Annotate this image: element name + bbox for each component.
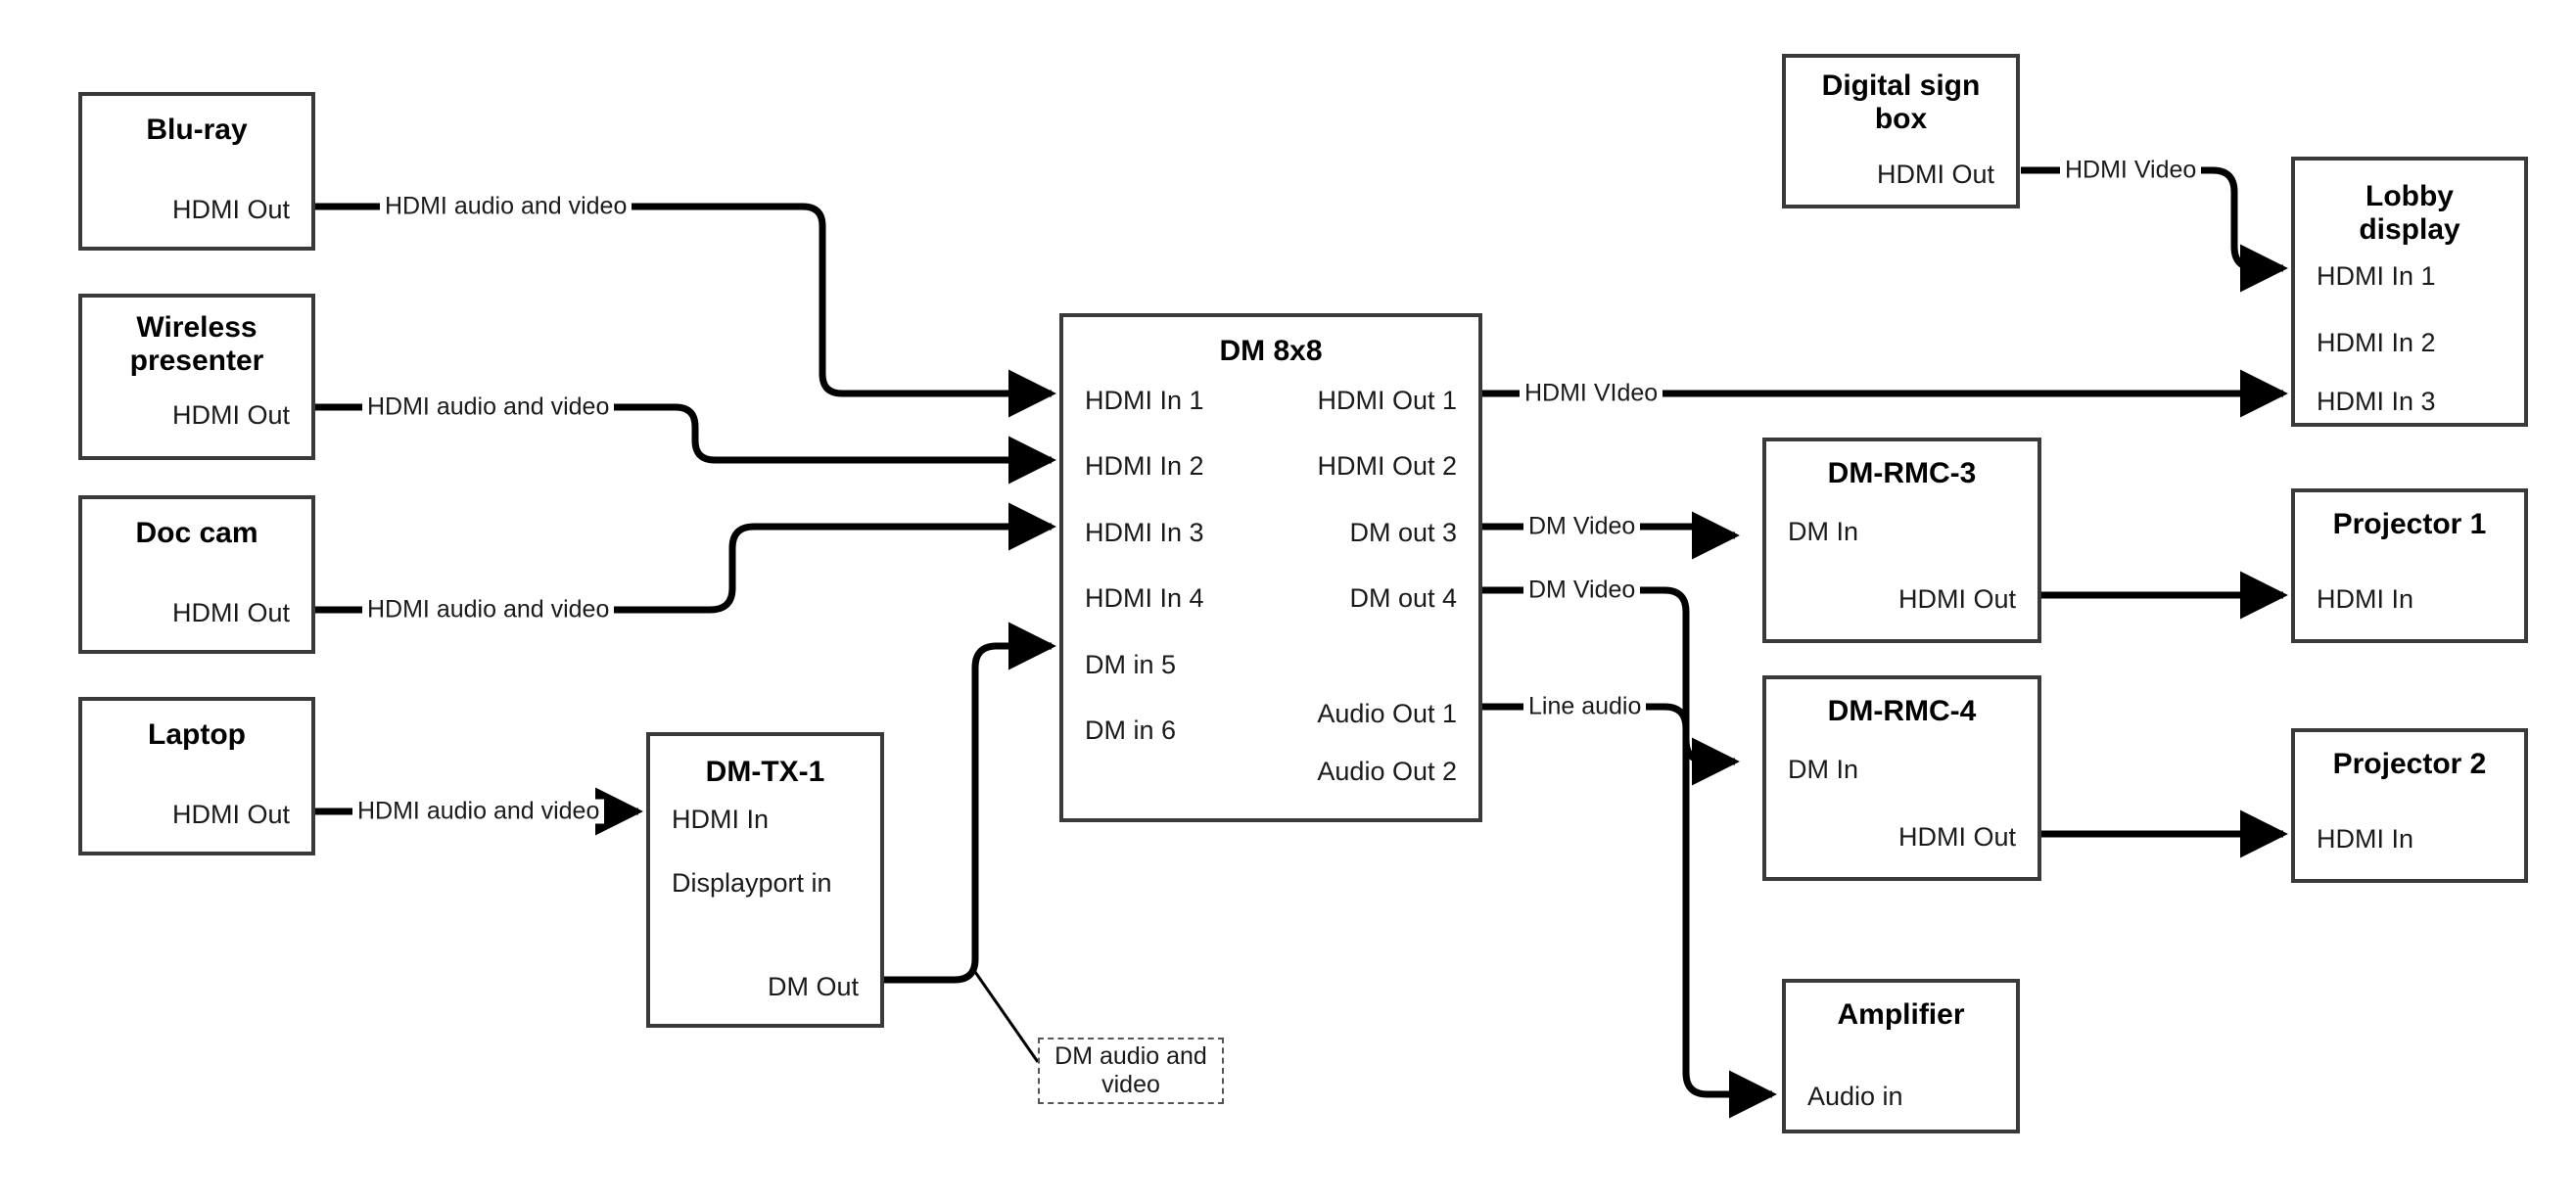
port-dm-rmc-3-dm-in: DM In: [1788, 517, 1859, 546]
node-title-lobby-display-line2: display: [2359, 212, 2460, 246]
node-title-lobby-display-line1: Lobby: [2365, 180, 2454, 212]
port-dm-rmc-4-dm-in: DM In: [1788, 755, 1859, 784]
port-dm-8x8-dm-in-6: DM in 6: [1085, 716, 1177, 745]
node-laptop[interactable]: Laptop HDMI Out: [78, 697, 315, 855]
node-projector-1[interactable]: Projector 1 HDMI In: [2291, 488, 2528, 643]
wire-bluray-to-dm8x8-in1: [315, 203, 1056, 418]
node-title-wireless-presenter-line1: Wireless: [136, 311, 258, 344]
node-projector-2[interactable]: Projector 2 HDMI In: [2291, 728, 2528, 883]
node-doc-cam[interactable]: Doc cam HDMI Out: [78, 495, 315, 654]
port-dm-rmc-3-hdmi-out: HDMI Out: [1897, 584, 2016, 614]
wire-dm8x8-audioout1-to-amplifier: [1482, 703, 1777, 1119]
port-dm-8x8-hdmi-out-2: HDMI Out 2: [1317, 451, 1457, 481]
node-title-blu-ray: Blu-ray: [146, 114, 248, 146]
port-dm-8x8-audio-out-2: Audio Out 2: [1317, 757, 1457, 786]
note-dm-audio-and-video: DM audio and video: [1038, 1038, 1224, 1104]
node-title-doc-cam: Doc cam: [135, 517, 258, 549]
node-title-dm-8x8: DM 8x8: [1219, 335, 1323, 367]
note-line-2: video: [1101, 1071, 1160, 1098]
wire-label-sign-hdmi-video: HDMI Video: [2060, 158, 2202, 183]
wire-label-wireless: HDMI audio and video: [362, 394, 615, 420]
wire-dmtx1-to-dm8x8-in5: [884, 622, 1056, 984]
port-digital-sign-box-hdmi-out: HDMI Out: [1876, 160, 1994, 189]
node-dm-rmc-3[interactable]: DM-RMC-3 DM In HDMI Out: [1762, 438, 2041, 643]
port-dm-tx-1-displayport-in: Displayport in: [672, 868, 832, 898]
wire-label-hdmi-video-out1: HDMI VIdeo: [1520, 381, 1663, 406]
node-title-dm-tx-1: DM-TX-1: [705, 756, 825, 788]
port-wireless-presenter-hdmi-out: HDMI Out: [171, 400, 290, 430]
port-dm-8x8-hdmi-in-3: HDMI In 3: [1085, 518, 1204, 547]
port-laptop-hdmi-out: HDMI Out: [171, 800, 290, 829]
port-dm-8x8-dm-out-3: DM out 3: [1349, 518, 1457, 547]
port-projector-1-hdmi-in: HDMI In: [2317, 584, 2414, 614]
wire-label-line-audio: Line audio: [1523, 694, 1647, 719]
node-dm-tx-1[interactable]: DM-TX-1 HDMI In Displayport in DM Out: [646, 732, 884, 1028]
wire-dm8x8-out4-to-rmc4: [1482, 586, 1740, 786]
port-dm-8x8-hdmi-in-4: HDMI In 4: [1085, 583, 1204, 613]
port-dm-8x8-dm-in-5: DM in 5: [1085, 650, 1177, 679]
node-dm-8x8[interactable]: DM 8x8 HDMI In 1 HDMI In 2 HDMI In 3 HDM…: [1059, 313, 1482, 822]
node-title-projector-1: Projector 1: [2332, 508, 2487, 540]
node-title-digital-sign-box-line1: Digital sign: [1821, 69, 1981, 102]
wire-digitalsign-to-lobby-in1: [2021, 166, 2288, 293]
port-dm-8x8-audio-out-1: Audio Out 1: [1317, 699, 1457, 728]
port-lobby-display-hdmi-in-2: HDMI In 2: [2317, 328, 2436, 357]
port-projector-2-hdmi-in: HDMI In: [2317, 824, 2414, 854]
port-dm-rmc-4-hdmi-out: HDMI Out: [1897, 822, 2016, 852]
node-title-amplifier: Amplifier: [1837, 998, 1965, 1031]
port-dm-8x8-hdmi-in-2: HDMI In 2: [1085, 451, 1204, 481]
port-dm-8x8-hdmi-out-1: HDMI Out 1: [1317, 386, 1457, 415]
leader-line-dm-audio-video-note: [973, 971, 1040, 1063]
wire-label-dm-video-out4: DM Video: [1523, 577, 1641, 603]
wire-label-doccam: HDMI audio and video: [362, 597, 615, 623]
port-dm-tx-1-hdmi-in: HDMI In: [672, 805, 770, 834]
port-doc-cam-hdmi-out: HDMI Out: [171, 598, 290, 627]
port-dm-8x8-hdmi-in-1: HDMI In 1: [1085, 386, 1204, 415]
wire-label-dm-video-out3: DM Video: [1523, 514, 1641, 539]
port-blu-ray-hdmi-out: HDMI Out: [171, 195, 290, 224]
port-dm-tx-1-dm-out: DM Out: [767, 972, 859, 1001]
port-lobby-display-hdmi-in-3: HDMI In 3: [2317, 387, 2436, 416]
node-lobby-display[interactable]: Lobby display HDMI In 1 HDMI In 2 HDMI I…: [2291, 157, 2528, 427]
port-amplifier-audio-in: Audio in: [1807, 1082, 1903, 1111]
node-title-wireless-presenter-line2: presenter: [129, 344, 264, 377]
node-blu-ray[interactable]: Blu-ray HDMI Out: [78, 92, 315, 251]
node-title-projector-2: Projector 2: [2332, 748, 2487, 780]
wire-label-laptop: HDMI audio and video: [352, 799, 605, 824]
node-amplifier[interactable]: Amplifier Audio in: [1782, 979, 2020, 1133]
node-digital-sign-box[interactable]: Digital sign box HDMI Out: [1782, 54, 2020, 208]
note-line-1: DM audio and: [1054, 1042, 1207, 1070]
node-title-dm-rmc-3: DM-RMC-3: [1827, 457, 1977, 489]
port-lobby-display-hdmi-in-1: HDMI In 1: [2317, 261, 2436, 291]
node-dm-rmc-4[interactable]: DM-RMC-4 DM In HDMI Out: [1762, 675, 2041, 881]
node-title-dm-rmc-4: DM-RMC-4: [1827, 695, 1977, 727]
node-title-digital-sign-box-line2: box: [1874, 102, 1928, 135]
wire-label-bluray: HDMI audio and video: [380, 194, 632, 219]
port-dm-8x8-dm-out-4: DM out 4: [1349, 583, 1457, 613]
node-title-laptop: Laptop: [148, 718, 246, 751]
node-wireless-presenter[interactable]: Wireless presenter HDMI Out: [78, 294, 315, 460]
